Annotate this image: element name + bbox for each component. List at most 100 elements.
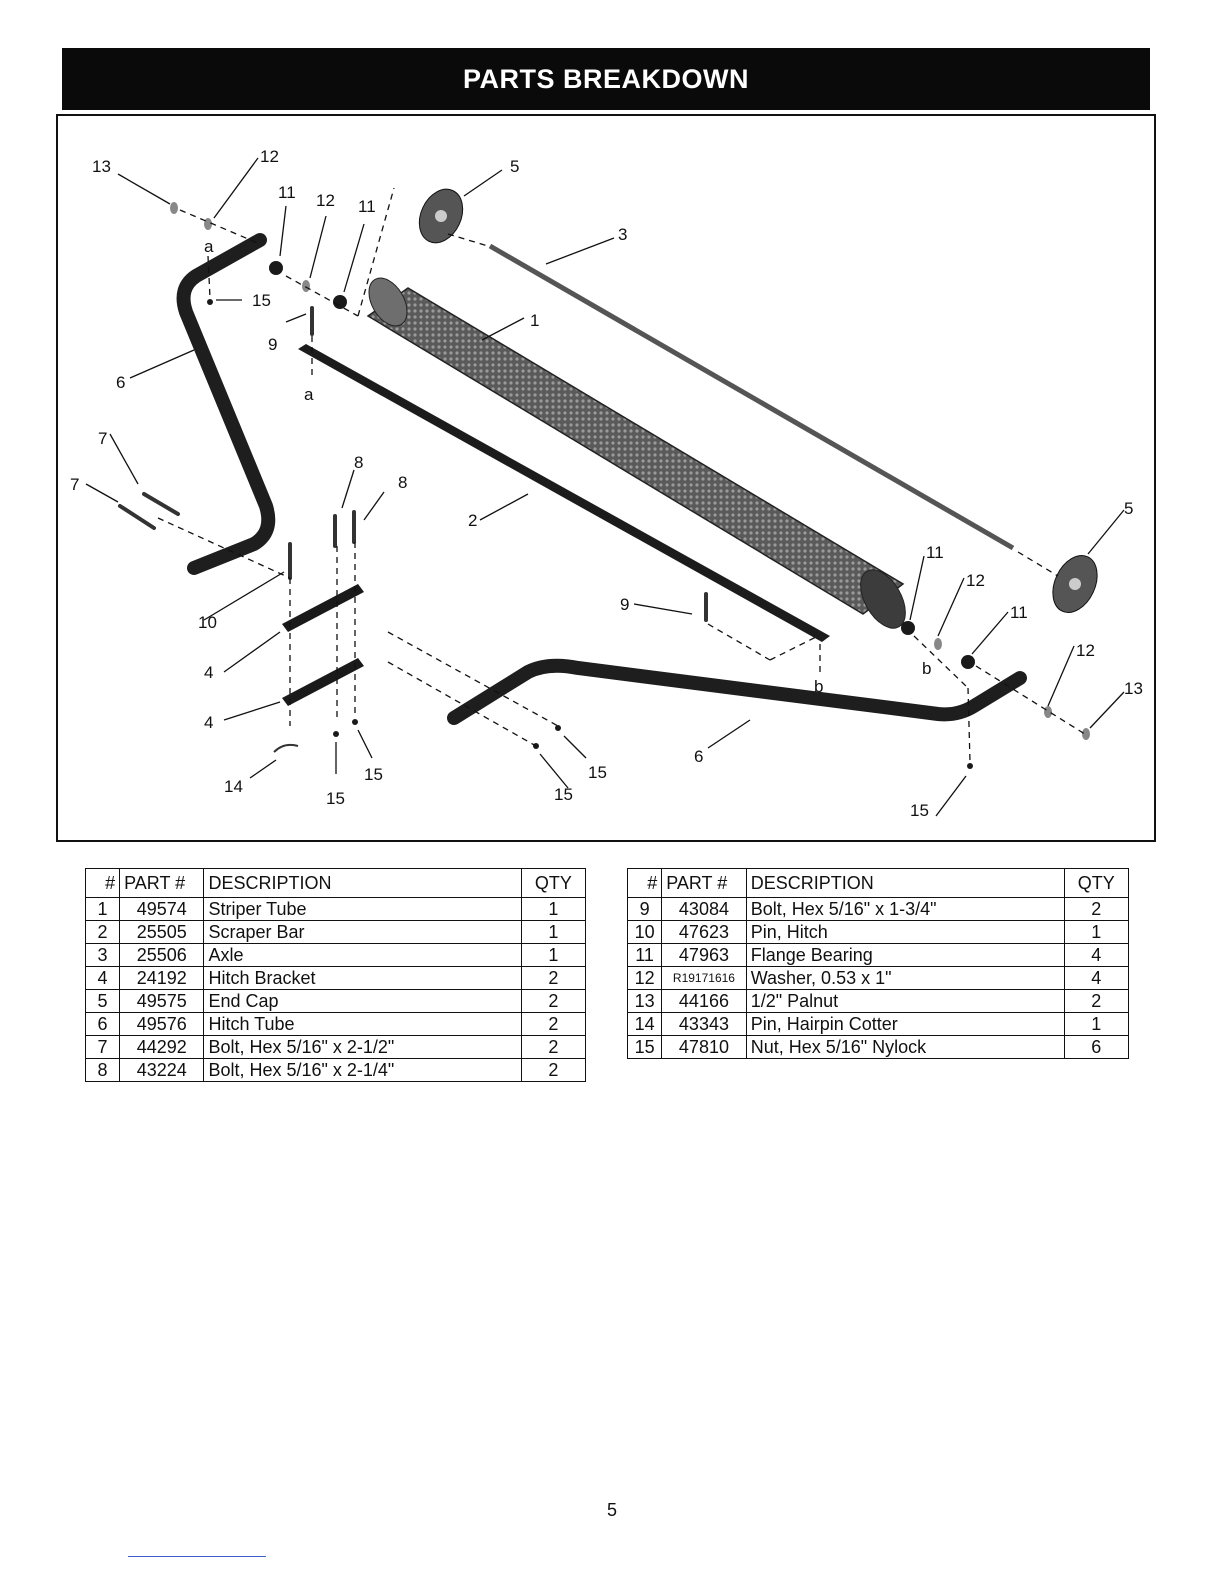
cell-description: Bolt, Hex 5/16" x 2-1/4" xyxy=(203,1058,522,1082)
cell-item-number: 14 xyxy=(626,1012,663,1036)
cell-quantity: 2 xyxy=(520,989,587,1013)
callout-4: 4 xyxy=(204,663,213,682)
cell-part-number: 24192 xyxy=(119,966,205,990)
cell-item-number: 8 xyxy=(84,1058,121,1082)
cell-quantity: 2 xyxy=(520,1035,587,1059)
striper-tube xyxy=(366,277,906,629)
footer-rule xyxy=(128,1556,266,1557)
callout-15: 15 xyxy=(910,801,929,820)
cell-description: Hitch Tube xyxy=(203,1012,522,1036)
hitch-bracket-lower xyxy=(282,658,364,706)
header-num: # xyxy=(626,868,663,898)
cell-description: Bolt, Hex 5/16" x 1-3/4" xyxy=(745,897,1065,921)
callout-2: 2 xyxy=(468,511,477,530)
cell-quantity: 1 xyxy=(520,943,587,967)
cell-item-number: 2 xyxy=(84,920,121,944)
hitch-bracket-upper xyxy=(282,584,364,632)
cell-item-number: 11 xyxy=(626,943,663,967)
callout-15: 15 xyxy=(252,291,271,310)
cell-item-number: 15 xyxy=(626,1035,663,1059)
cell-quantity: 4 xyxy=(1063,943,1130,967)
cell-part-number: 43084 xyxy=(661,897,747,921)
cell-description: 1/2" Palnut xyxy=(745,989,1065,1013)
header-part: PART # xyxy=(661,868,747,898)
cell-quantity: 2 xyxy=(1063,897,1130,921)
cell-item-number: 12 xyxy=(626,966,663,990)
page-number: 5 xyxy=(606,1500,617,1520)
cell-quantity: 2 xyxy=(1063,989,1130,1013)
cell-part-number: 49576 xyxy=(119,1012,205,1036)
cell-description: Washer, 0.53 x 1" xyxy=(745,966,1065,990)
header-qty: QTY xyxy=(520,868,587,898)
callout-3: 3 xyxy=(618,225,627,244)
callout-8: 8 xyxy=(354,453,363,472)
hitch-tube-right xyxy=(447,658,1027,725)
callout-13: 13 xyxy=(1124,679,1143,698)
callout-12: 12 xyxy=(316,191,335,210)
callout-5: 5 xyxy=(510,157,519,176)
assembly-lines xyxy=(157,187,1089,763)
header-description: DESCRIPTION xyxy=(745,868,1065,898)
cell-part-number: 44292 xyxy=(119,1035,205,1059)
cell-description: Scraper Bar xyxy=(203,920,522,944)
callout-13: 13 xyxy=(92,157,111,176)
cell-quantity: 1 xyxy=(1063,920,1130,944)
callout-8: 8 xyxy=(398,473,407,492)
callout-14: 14 xyxy=(224,777,243,796)
cell-part-number: 47810 xyxy=(661,1035,747,1059)
cell-item-number: 9 xyxy=(626,897,663,921)
cell-part-number: R19171616 xyxy=(661,966,747,990)
cell-part-number: 43224 xyxy=(119,1058,205,1082)
callout-6: 6 xyxy=(694,747,703,766)
cell-part-number: 49574 xyxy=(119,897,205,921)
cell-part-number: 47963 xyxy=(661,943,747,967)
cell-item-number: 5 xyxy=(84,989,121,1013)
cell-description: Pin, Hairpin Cotter xyxy=(745,1012,1065,1036)
cell-item-number: 3 xyxy=(84,943,121,967)
cell-quantity: 1 xyxy=(520,897,587,921)
cell-description: Axle xyxy=(203,943,522,967)
callout-6: 6 xyxy=(116,373,125,392)
callout-11: 11 xyxy=(358,197,376,216)
cell-quantity: 1 xyxy=(520,920,587,944)
callout-label-a: a xyxy=(304,385,314,404)
cell-description: Pin, Hitch xyxy=(745,920,1065,944)
cell-part-number: 25505 xyxy=(119,920,205,944)
cell-part-number: 43343 xyxy=(661,1012,747,1036)
callout-11: 11 xyxy=(1010,603,1028,622)
cell-quantity: 2 xyxy=(520,1058,587,1082)
cell-item-number: 10 xyxy=(626,920,663,944)
callout-label-b: b xyxy=(814,677,823,696)
callout-15: 15 xyxy=(326,789,345,808)
cell-quantity: 1 xyxy=(1063,1012,1130,1036)
callout-label-a: a xyxy=(204,237,214,256)
cell-part-number: 49575 xyxy=(119,989,205,1013)
cell-quantity: 2 xyxy=(520,1012,587,1036)
diagram-drawing: 13 12 11 12 11 a 15 9 a 6 5 3 1 7 7 8 8 … xyxy=(70,147,1143,820)
cell-description: Flange Bearing xyxy=(745,943,1065,967)
header-description: DESCRIPTION xyxy=(203,868,522,898)
callout-15: 15 xyxy=(364,765,383,784)
cell-part-number: 25506 xyxy=(119,943,205,967)
callout-5: 5 xyxy=(1124,499,1133,518)
exploded-parts-diagram: 13 12 11 12 11 a 15 9 a 6 5 3 1 7 7 8 8 … xyxy=(56,114,1156,842)
cell-quantity: 2 xyxy=(520,966,587,990)
callout-12: 12 xyxy=(966,571,985,590)
header-qty: QTY xyxy=(1063,868,1130,898)
cell-description: Striper Tube xyxy=(203,897,522,921)
cell-item-number: 4 xyxy=(84,966,121,990)
